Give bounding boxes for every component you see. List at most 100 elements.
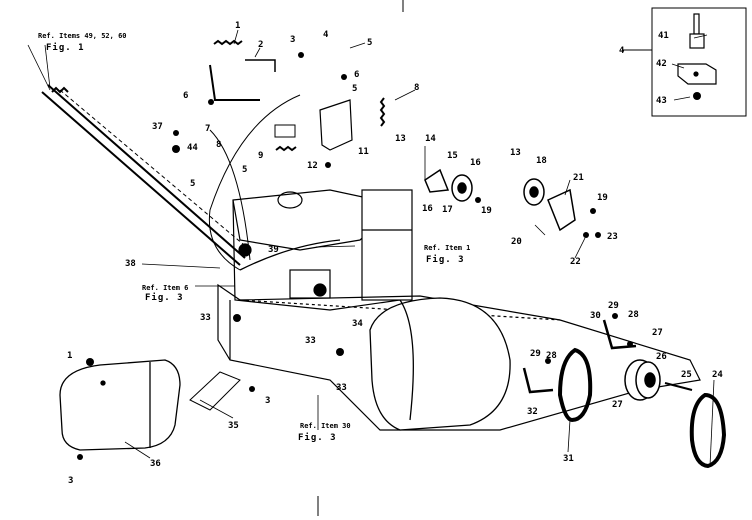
leader	[534, 224, 546, 236]
spark-terminal	[693, 13, 700, 35]
ref-item-6: Ref. Item 6	[142, 284, 188, 292]
callout-7: 7	[205, 124, 210, 134]
callout-14: 14	[425, 134, 436, 144]
bolt-29	[612, 313, 618, 319]
callout-23: 23	[607, 232, 618, 242]
idler-hub-18	[457, 182, 467, 194]
leader	[693, 34, 708, 39]
callout-42: 42	[656, 59, 667, 69]
callout-27b: 27	[612, 400, 623, 410]
leader	[709, 379, 715, 467]
bracket-10-shape	[319, 99, 353, 151]
cable-to-engine	[239, 239, 341, 271]
idler-pulleys	[424, 168, 576, 232]
callout-22: 22	[570, 257, 581, 267]
engine	[232, 189, 413, 311]
callout-5b: 5	[352, 84, 357, 94]
leader	[567, 419, 571, 453]
callout-13: 13	[395, 134, 406, 144]
engine-bolt	[238, 243, 252, 257]
callout-5: 5	[367, 38, 372, 48]
cover-rivet	[100, 380, 106, 386]
callout-43: 43	[656, 96, 667, 106]
leader	[199, 399, 234, 419]
callout-8b: 8	[216, 140, 221, 150]
callout-13b: 13	[510, 148, 521, 158]
nut-19	[475, 197, 481, 203]
leader	[27, 44, 51, 91]
leader	[394, 89, 416, 101]
fasteners	[77, 52, 701, 460]
ref-fig-1: Fig. 1	[46, 42, 85, 53]
ref-items-49-52-60: Ref. Items 49, 52, 60	[38, 32, 127, 40]
callout-37: 37	[152, 122, 163, 132]
belts	[557, 347, 727, 469]
callout-28b: 28	[546, 351, 557, 361]
bolt-33	[233, 314, 241, 322]
fuel-cap	[277, 191, 303, 209]
callout-2: 2	[258, 40, 263, 50]
spring-8	[379, 97, 386, 127]
callout-32: 32	[527, 407, 538, 417]
belt-guard-shell	[369, 297, 511, 431]
callout-35: 35	[228, 421, 239, 431]
callout-25: 25	[681, 370, 692, 380]
engine-bolt	[313, 283, 327, 297]
callout-27: 27	[652, 328, 663, 338]
leader	[254, 47, 261, 58]
callout-26: 26	[656, 352, 667, 362]
callout-29b: 29	[530, 349, 541, 359]
callout-19: 19	[481, 206, 492, 216]
callout-44: 44	[187, 143, 198, 153]
control-cable	[59, 89, 251, 251]
handle-rod	[41, 91, 241, 266]
callout-29: 29	[608, 301, 619, 311]
callout-12: 12	[307, 161, 318, 171]
nut-6	[341, 74, 347, 80]
throttle-cable-loop	[208, 94, 301, 271]
callout-16: 16	[470, 158, 481, 168]
washer-23	[595, 232, 601, 238]
callout-1b: 1	[67, 351, 72, 361]
leader	[141, 263, 221, 269]
leader	[315, 245, 356, 248]
callout-3b: 3	[265, 396, 270, 406]
handle-spring	[51, 86, 69, 94]
bolt-37	[173, 130, 179, 136]
clamp-block	[274, 124, 296, 138]
drive-pulley-hub	[644, 372, 656, 388]
leader	[574, 237, 586, 259]
callout-21: 21	[573, 173, 584, 183]
callout-41: 41	[658, 31, 669, 41]
reference-labels: Ref. Items 49, 52, 60 Fig. 1 Ref. Item 1…	[38, 32, 470, 443]
belt-guard-seam	[399, 299, 414, 421]
springs	[51, 39, 386, 152]
callout-1: 1	[235, 21, 240, 31]
callout-3: 3	[290, 35, 295, 45]
callout-5d: 5	[190, 179, 195, 189]
leader	[564, 179, 571, 196]
leader	[349, 42, 366, 49]
leader-lines	[27, 29, 715, 467]
bolt-32	[522, 367, 554, 394]
callout-17: 17	[442, 205, 453, 215]
bolt-28	[545, 358, 551, 364]
idler-bracket-14	[424, 168, 450, 193]
callout-18: 18	[536, 156, 547, 166]
belt-guard	[369, 297, 511, 431]
bolt-3b	[249, 386, 255, 392]
nut-19b	[590, 208, 596, 214]
leader	[44, 44, 51, 89]
belt-31	[557, 347, 593, 423]
lever-rod	[209, 64, 260, 101]
callout-34: 34	[352, 319, 363, 329]
leader	[671, 63, 685, 69]
callout-9: 9	[258, 151, 263, 161]
callout-38: 38	[125, 259, 136, 269]
throttle-cable	[209, 129, 251, 261]
callout-33b: 33	[305, 336, 316, 346]
spark-plug-41	[689, 33, 705, 49]
callout-3c: 3	[68, 476, 73, 486]
callout-11: 11	[358, 147, 369, 157]
callout-15: 15	[447, 151, 458, 161]
